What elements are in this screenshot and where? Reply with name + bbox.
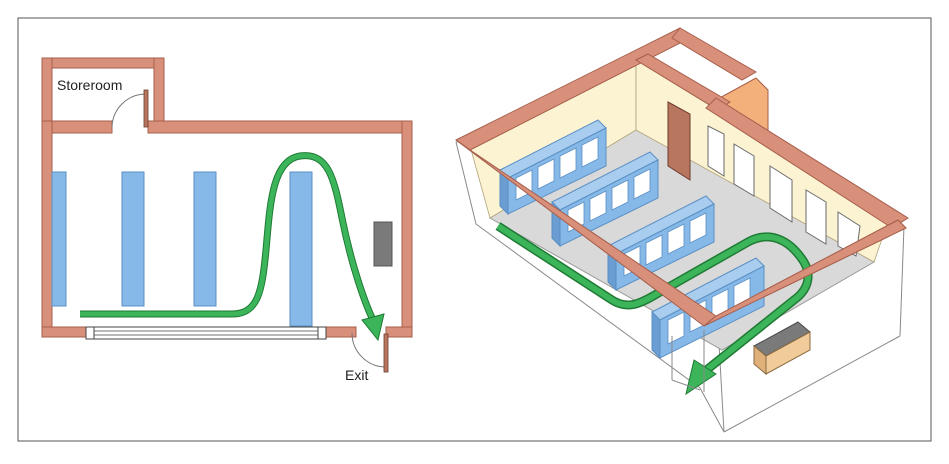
storeroom-label: Storeroom	[57, 77, 122, 93]
exit-arrow-icon	[361, 313, 385, 342]
building-outline	[455, 139, 905, 433]
shelf-1	[51, 171, 67, 307]
path-3d	[495, 222, 813, 396]
isometric-view	[455, 27, 909, 433]
wall-windows-3d	[707, 125, 861, 257]
counter-3d	[753, 321, 811, 376]
storeroom-door	[111, 89, 149, 128]
exit-arrow-3d-icon	[685, 359, 717, 396]
shelf-2	[121, 171, 145, 307]
exit-label: Exit	[345, 367, 368, 383]
shelf-3	[193, 171, 217, 307]
floor-plan: Storeroom Exit	[41, 57, 413, 383]
front-window	[85, 326, 327, 340]
diagram-border	[17, 17, 932, 442]
exit-door	[351, 332, 389, 373]
floor-plan-shelves	[51, 171, 313, 327]
shelf-4	[289, 171, 313, 327]
floor-plan-walls	[41, 57, 413, 338]
back-door-3d	[667, 101, 691, 181]
front-glass-3d	[671, 330, 705, 392]
floor-plan-path	[80, 152, 385, 342]
counter	[373, 221, 393, 267]
front-right-wall-top	[703, 219, 907, 327]
